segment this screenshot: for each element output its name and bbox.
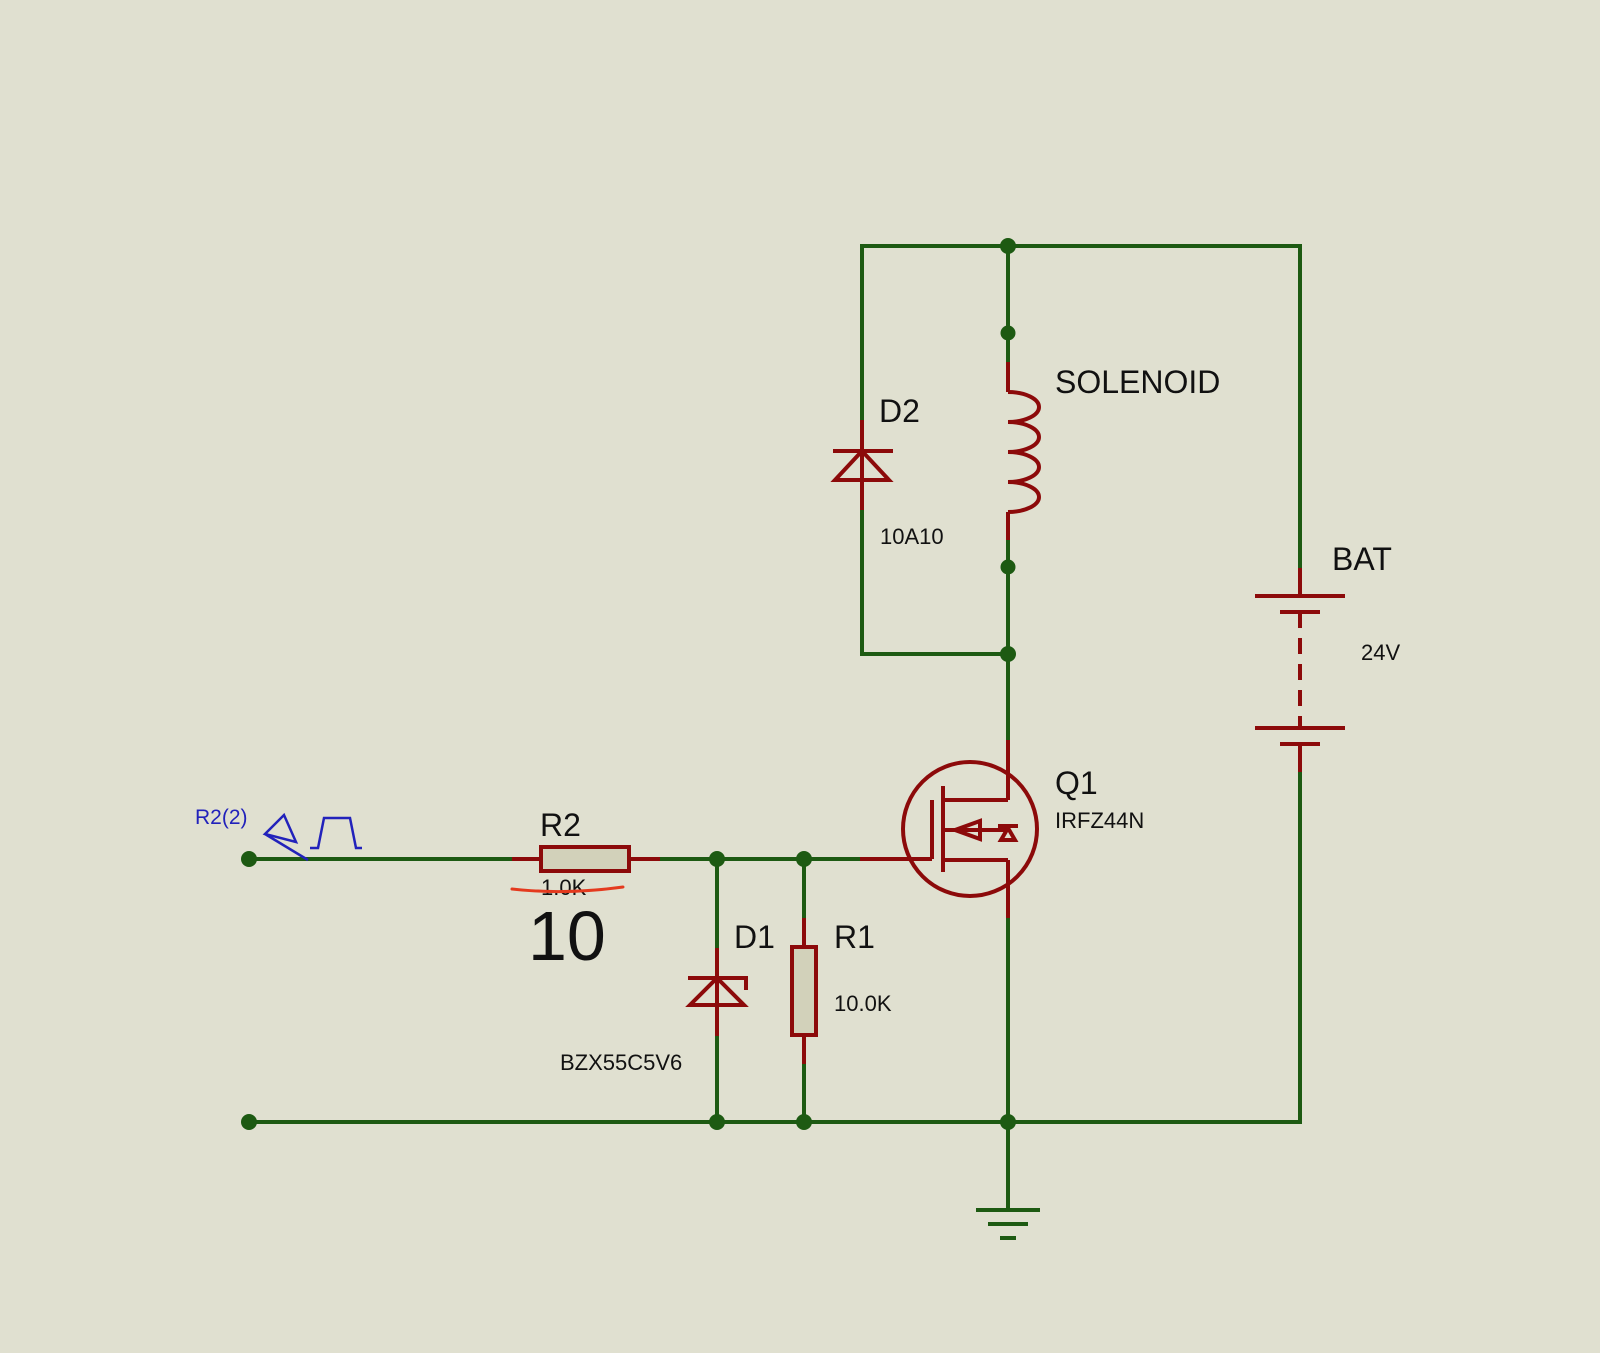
- r1-ref: R1: [834, 919, 875, 955]
- r2-handwritten-value: 10: [528, 897, 606, 975]
- zener-diode-d1[interactable]: D1 BZX55C5V6: [560, 919, 775, 1075]
- signal-probe[interactable]: R2(2): [195, 806, 362, 862]
- solenoid-ref: SOLENOID: [1055, 364, 1220, 400]
- solenoid-coil[interactable]: SOLENOID: [1006, 362, 1220, 540]
- input-terminal-top[interactable]: [241, 851, 257, 867]
- wire-d2-bottom: [860, 508, 1010, 656]
- junction-dot: [709, 851, 725, 867]
- junction-dot: [1000, 1114, 1016, 1130]
- junction-dot: [1000, 325, 1016, 341]
- r2-value-strike: [510, 885, 625, 894]
- junction-dot: [1000, 238, 1016, 254]
- r2-ref: R2: [540, 807, 581, 843]
- d2-ref: D2: [879, 393, 920, 429]
- junctions: [241, 238, 1016, 1130]
- d2-value: 10A10: [880, 524, 944, 549]
- r1-value: 10.0K: [834, 991, 892, 1016]
- r2-value: 1.0K: [541, 875, 587, 900]
- battery-ref: BAT: [1332, 541, 1392, 577]
- junction-dot: [796, 851, 812, 867]
- wires: [247, 244, 1302, 1212]
- q1-ref: Q1: [1055, 765, 1098, 801]
- input-terminal-bottom[interactable]: [241, 1114, 257, 1130]
- diode-d2[interactable]: D2 10A10: [830, 393, 944, 549]
- resistor-r1[interactable]: R1 10.0K: [790, 918, 892, 1064]
- d1-ref: D1: [734, 919, 775, 955]
- junction-dot: [1000, 646, 1016, 662]
- wire-top-rail: [860, 244, 1302, 570]
- battery[interactable]: BAT 24V: [1255, 541, 1400, 772]
- wire-battery-bottom: [1006, 770, 1302, 1124]
- probe-label: R2(2): [195, 806, 248, 829]
- junction-dot: [709, 1114, 725, 1130]
- mosfet-q1[interactable]: Q1 IRFZ44N: [860, 740, 1144, 918]
- pulse-generator-icon: [262, 812, 362, 862]
- junction-dot: [796, 1114, 812, 1130]
- resistor-r2[interactable]: R2 1.0K 10: [510, 807, 660, 975]
- ground-symbol: [976, 1208, 1040, 1240]
- junction-dot: [1000, 559, 1016, 575]
- battery-value: 24V: [1361, 640, 1400, 665]
- q1-value: IRFZ44N: [1055, 808, 1144, 833]
- d1-value: BZX55C5V6: [560, 1050, 682, 1075]
